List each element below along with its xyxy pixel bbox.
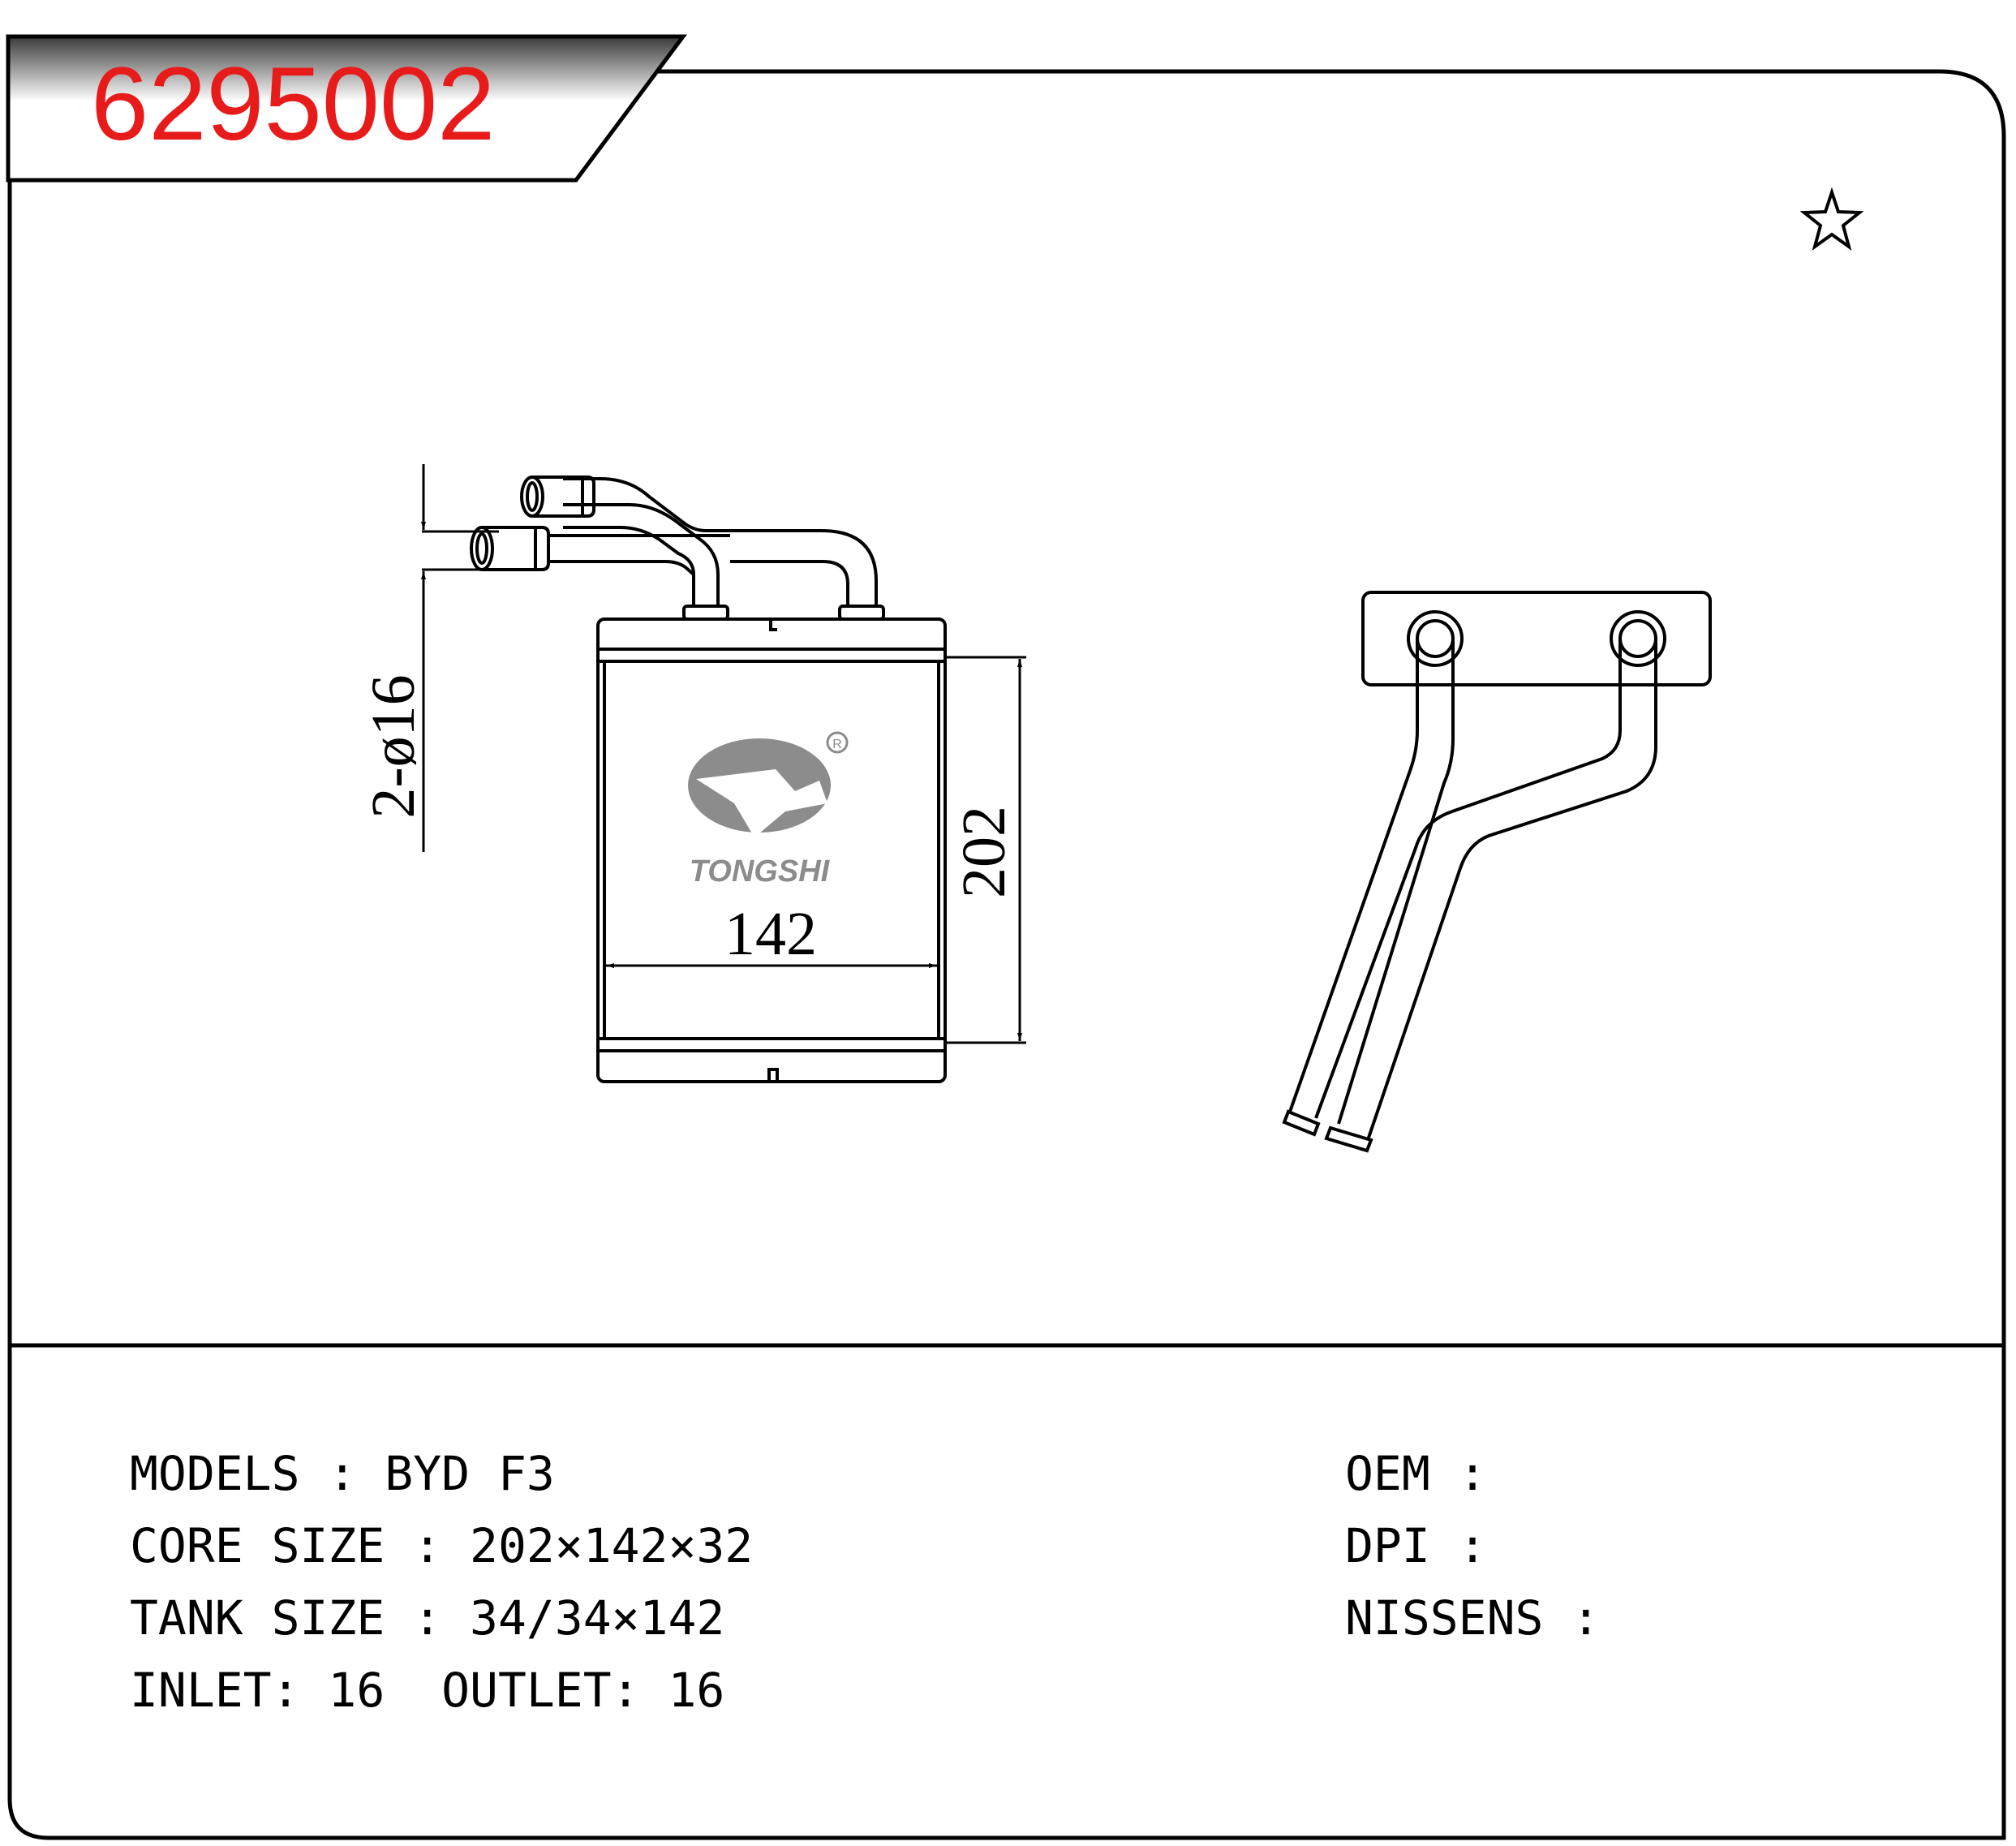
height-label: 202 [950, 806, 1018, 898]
spec-dpi: DPI : [1345, 1518, 1487, 1573]
pipe-label: 2-ø16 [359, 674, 428, 818]
sheet-frame [7, 69, 2006, 1840]
spec-block: MODELS : BYD F3 CORE SIZE : 202×142×32 T… [130, 1446, 1600, 1718]
spec-nissens: NISSENS : [1345, 1590, 1600, 1646]
height-dimension [945, 656, 1026, 1044]
spec-tank-size: TANK SIZE : 34/34×142 [130, 1590, 724, 1646]
brand-name: TONGSHI [690, 854, 831, 889]
tongshi-logo: R TONGSHI [688, 731, 849, 889]
registered-mark: R [832, 738, 842, 751]
heater-core-side-view [1282, 591, 1712, 1153]
spec-oem: OEM : [1345, 1446, 1487, 1501]
heater-core-front-view [470, 475, 947, 1083]
spec-inlet-outlet: INLET: 16 OUTLET: 16 [130, 1663, 724, 1718]
pipe-dimension [421, 464, 499, 852]
part-number: 6295002 [91, 46, 495, 162]
star-outline-icon[interactable] [1799, 187, 1864, 251]
spec-models: MODELS : BYD F3 [130, 1446, 555, 1501]
width-label: 142 [724, 900, 817, 968]
spec-core-size: CORE SIZE : 202×142×32 [130, 1518, 753, 1573]
part-number-banner: 6295002 [6, 34, 687, 183]
